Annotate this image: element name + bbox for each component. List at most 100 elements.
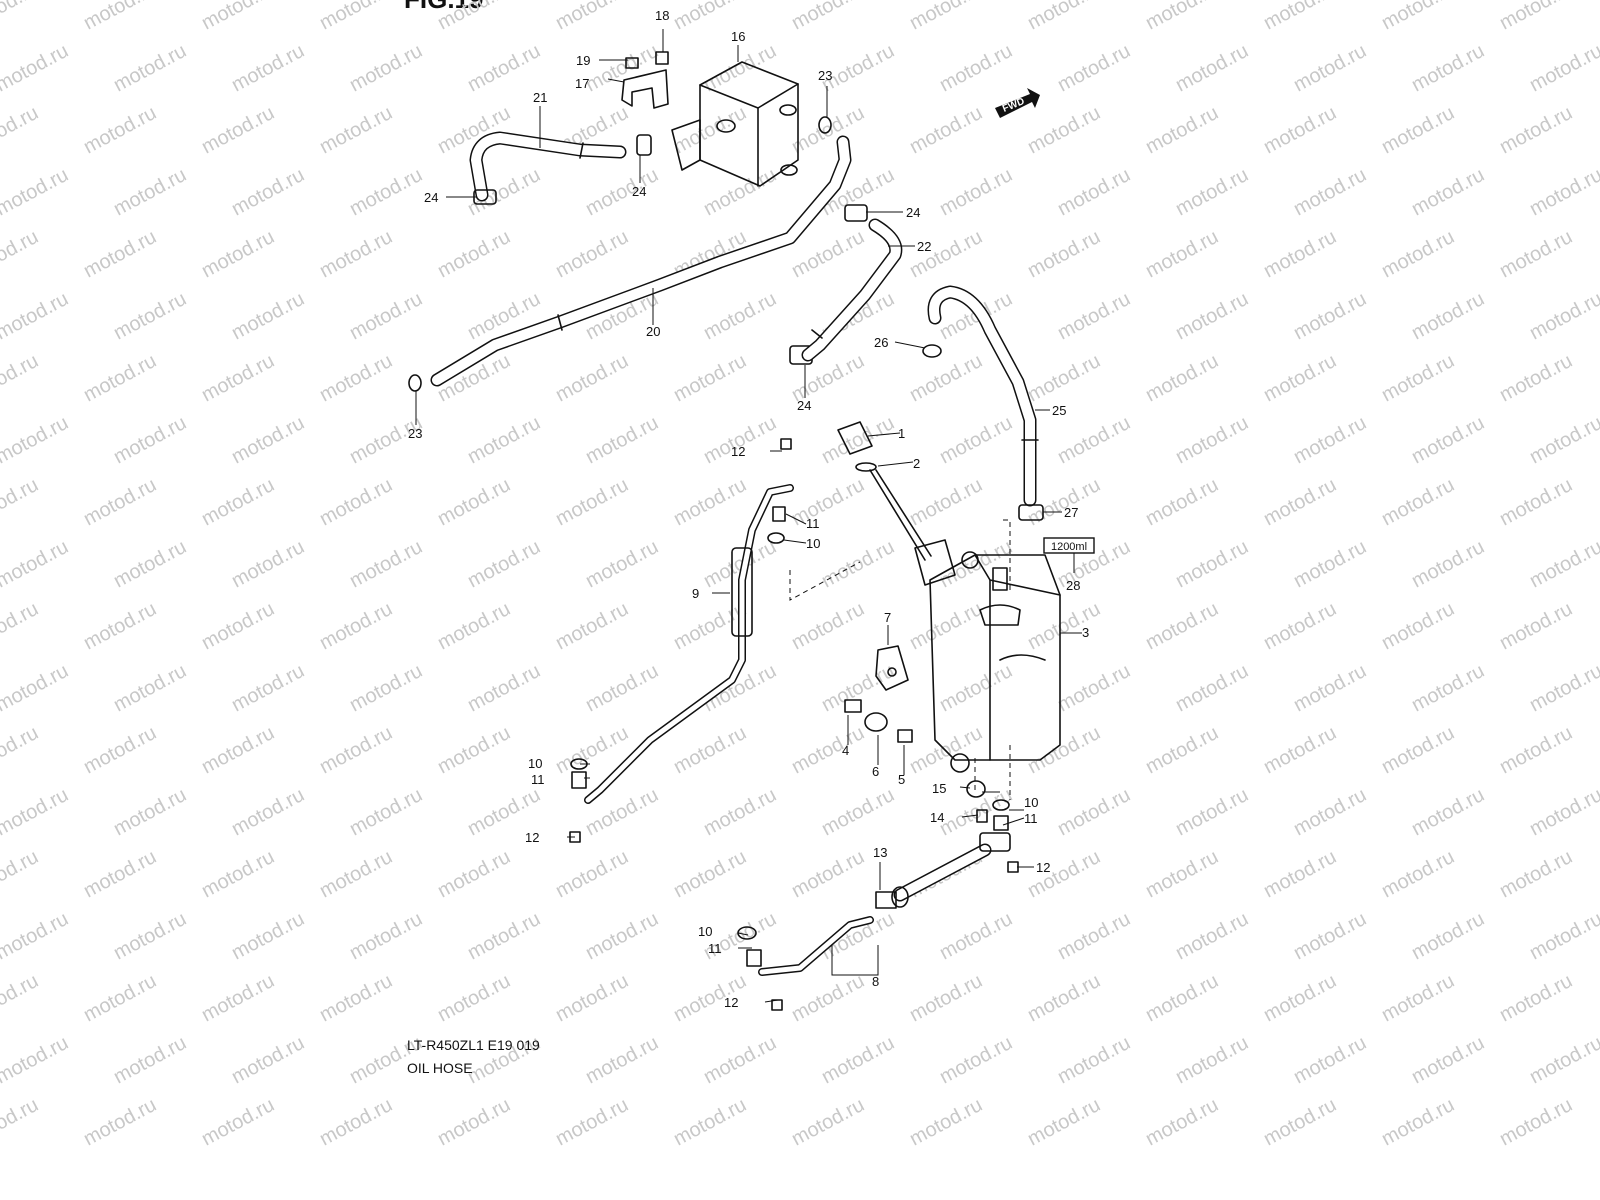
callout-16: 16 bbox=[731, 29, 745, 44]
pipe-9 bbox=[584, 484, 794, 804]
callout-12-a: 12 bbox=[731, 444, 745, 459]
watermark-text: motod.ru bbox=[1054, 40, 1134, 96]
watermark-text: motod.ru bbox=[0, 350, 42, 406]
watermark-text: motod.ru bbox=[582, 536, 662, 592]
watermark-text: motod.ru bbox=[670, 350, 750, 406]
watermark-text: motod.ru bbox=[1024, 226, 1104, 282]
watermark-text: motod.ru bbox=[80, 598, 160, 654]
watermark-text: motod.ru bbox=[582, 412, 662, 468]
callout-27: 27 bbox=[1064, 505, 1078, 520]
watermark-text: motod.ru bbox=[1024, 350, 1104, 406]
callout-18: 18 bbox=[655, 8, 669, 23]
watermark-text: motod.ru bbox=[434, 846, 514, 902]
watermark-text: motod.ru bbox=[110, 1032, 190, 1088]
watermark-text: motod.ru bbox=[198, 970, 278, 1026]
watermark-text: motod.ru bbox=[788, 0, 868, 34]
watermark-text: motod.ru bbox=[552, 846, 632, 902]
watermark-text: motod.ru bbox=[228, 1032, 308, 1088]
watermark-text: motod.ru bbox=[700, 784, 780, 840]
watermark-text: motod.ru bbox=[700, 164, 780, 220]
watermark-text: motod.ru bbox=[316, 102, 396, 158]
watermark-text: motod.ru bbox=[1260, 474, 1340, 530]
watermark-text: motod.ru bbox=[110, 164, 190, 220]
watermark-text: motod.ru bbox=[0, 102, 42, 158]
watermark-text: motod.ru bbox=[1290, 660, 1370, 716]
watermark-text: motod.ru bbox=[1526, 288, 1600, 344]
watermark-text: motod.ru bbox=[1496, 970, 1576, 1026]
watermark-text: motod.ru bbox=[198, 350, 278, 406]
callout-10-d: 10 bbox=[698, 924, 712, 939]
watermark-text: motod.ru bbox=[0, 1094, 42, 1150]
callout-24-b: 24 bbox=[632, 184, 646, 199]
watermark-text: motod.ru bbox=[1378, 598, 1458, 654]
watermark-text: motod.ru bbox=[80, 722, 160, 778]
callout-8: 8 bbox=[872, 974, 879, 989]
watermark-text: motod.ru bbox=[1172, 1032, 1252, 1088]
watermark-text: motod.ru bbox=[434, 970, 514, 1026]
callout-28: 28 bbox=[1066, 578, 1080, 593]
watermark-text: motod.ru bbox=[1260, 970, 1340, 1026]
watermark-text: motod.ru bbox=[1142, 1094, 1222, 1150]
watermark-text: motod.ru bbox=[228, 908, 308, 964]
watermark-text: motod.ru bbox=[316, 226, 396, 282]
watermark-text: motod.ru bbox=[1172, 660, 1252, 716]
callout-10-a: 10 bbox=[806, 536, 820, 551]
watermark-text: motod.ru bbox=[0, 722, 42, 778]
watermark-text: motod.ru bbox=[228, 288, 308, 344]
watermark-text: motod.ru bbox=[464, 536, 544, 592]
watermark-text: motod.ru bbox=[1408, 1032, 1488, 1088]
callout-2: 2 bbox=[913, 456, 920, 471]
watermark-text: motod.ru bbox=[1172, 164, 1252, 220]
watermark-text: motod.ru bbox=[788, 846, 868, 902]
watermark-text: motod.ru bbox=[434, 0, 514, 34]
watermark-text: motod.ru bbox=[1054, 288, 1134, 344]
callout-24-c: 24 bbox=[906, 205, 920, 220]
watermark-text: motod.ru bbox=[906, 0, 986, 34]
callout-11-d: 11 bbox=[708, 941, 722, 956]
watermark-text: motod.ru bbox=[0, 412, 72, 468]
watermark-text: motod.ru bbox=[1378, 474, 1458, 530]
watermark-text: motod.ru bbox=[110, 412, 190, 468]
callout-10-b: 10 bbox=[528, 756, 542, 771]
watermark-text: motod.ru bbox=[346, 164, 426, 220]
watermark-text: motod.ru bbox=[1142, 226, 1222, 282]
watermark-text: motod.ru bbox=[1142, 0, 1222, 34]
watermark-text: motod.ru bbox=[788, 970, 868, 1026]
watermark-text: motod.ru bbox=[0, 40, 72, 96]
watermark-text: motod.ru bbox=[906, 226, 986, 282]
watermark-text: motod.ru bbox=[228, 660, 308, 716]
watermark-text: motod.ru bbox=[700, 412, 780, 468]
watermark-text: motod.ru bbox=[1260, 1094, 1340, 1150]
watermark-text: motod.ru bbox=[0, 908, 72, 964]
watermark-text: motod.ru bbox=[198, 1094, 278, 1150]
callout-21: 21 bbox=[533, 90, 547, 105]
watermark-text: motod.ru bbox=[346, 660, 426, 716]
watermark-text: motod.ru bbox=[1496, 226, 1576, 282]
watermark-text: motod.ru bbox=[198, 722, 278, 778]
watermark-text: motod.ru bbox=[1054, 164, 1134, 220]
callout-1: 1 bbox=[898, 426, 905, 441]
watermark-text: motod.ru bbox=[1024, 0, 1104, 34]
watermark-text: motod.ru bbox=[1054, 1032, 1134, 1088]
callout-12-b: 12 bbox=[525, 830, 539, 845]
watermark-text: motod.ru bbox=[1378, 226, 1458, 282]
watermark-text: motod.ru bbox=[936, 164, 1016, 220]
watermark-text: motod.ru bbox=[552, 226, 632, 282]
hose-25 bbox=[927, 285, 1039, 507]
watermark-text: motod.ru bbox=[198, 846, 278, 902]
watermark-text: motod.ru bbox=[1496, 350, 1576, 406]
watermark-text: motod.ru bbox=[0, 784, 72, 840]
watermark-text: motod.ru bbox=[0, 164, 72, 220]
watermark-text: motod.ru bbox=[1172, 908, 1252, 964]
watermark-text: motod.ru bbox=[906, 1094, 986, 1150]
watermark-text: motod.ru bbox=[80, 1094, 160, 1150]
watermark-text: motod.ru bbox=[1260, 0, 1340, 34]
pipe-8 bbox=[758, 832, 1011, 976]
hose-21 bbox=[469, 131, 627, 202]
watermark-text: motod.ru bbox=[936, 660, 1016, 716]
fwd-label: FWD bbox=[1001, 96, 1026, 115]
watermark-text: motod.ru bbox=[110, 40, 190, 96]
watermark-text: motod.ru bbox=[1526, 536, 1600, 592]
watermark-text: motod.ru bbox=[228, 164, 308, 220]
